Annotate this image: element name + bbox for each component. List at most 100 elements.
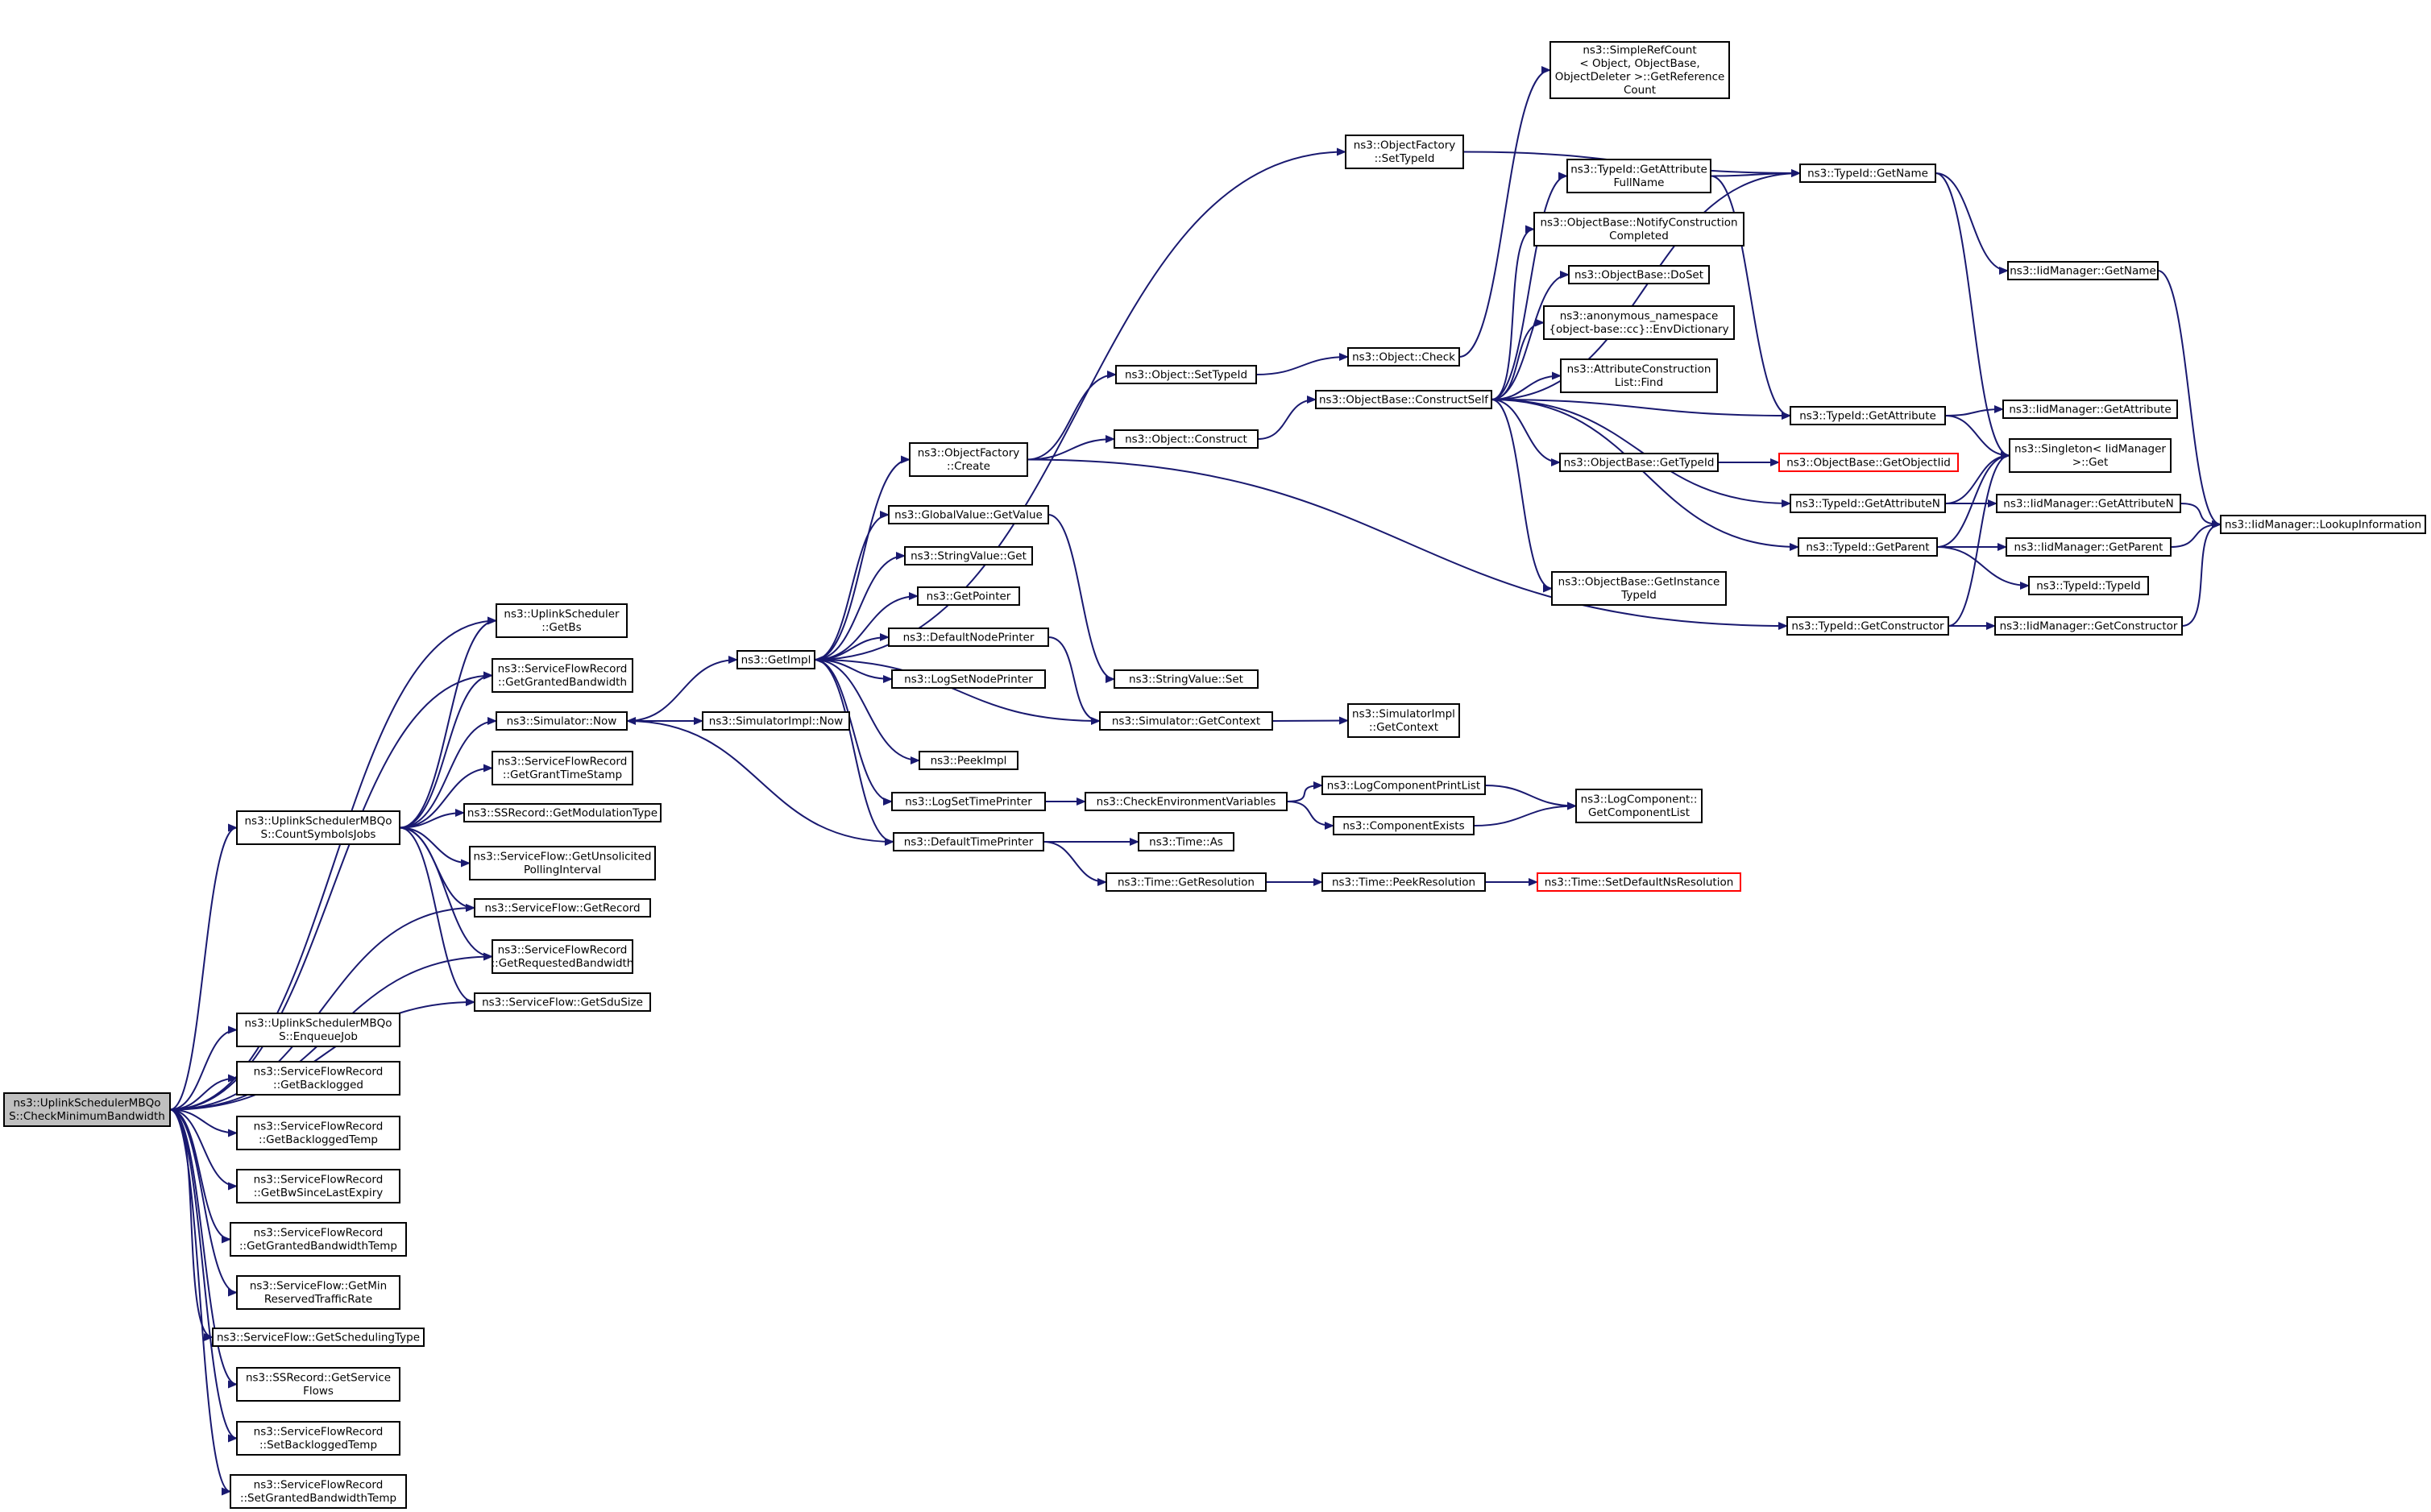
node-lcgcl[interactable]: ns3::LogComponent::GetComponentList xyxy=(1575,789,1703,823)
node-timepeekres[interactable]: ns3::Time::PeekResolution xyxy=(1321,872,1486,892)
node-lsnp[interactable]: ns3::LogSetNodePrinter xyxy=(891,669,1046,689)
node-box-obgetinst xyxy=(1551,571,1727,606)
node-iidgetname[interactable]: ns3::IidManager::GetName xyxy=(2007,261,2159,280)
node-obcs[interactable]: ns3::ObjectBase::ConstructSelf xyxy=(1315,390,1492,409)
node-dnp[interactable]: ns3::DefaultNodePrinter xyxy=(888,628,1049,647)
node-singleton[interactable]: ns3::Singleton< IidManager>::Get xyxy=(2009,438,2172,473)
node-anon[interactable]: ns3::anonymous_namespace{object-base::cc… xyxy=(1543,305,1735,340)
node-box-compexists xyxy=(1333,816,1475,835)
node-box-svget xyxy=(904,546,1033,565)
node-lstp[interactable]: ns3::LogSetTimePrinter xyxy=(891,792,1046,811)
node-simgetctx[interactable]: ns3::Simulator::GetContext xyxy=(1099,711,1273,731)
node-getimpl[interactable]: ns3::GetImpl xyxy=(736,650,815,669)
node-dtp[interactable]: ns3::DefaultTimePrinter xyxy=(893,832,1044,851)
node-iidgetattrn[interactable]: ns3::IidManager::GetAttributeN xyxy=(1996,494,2181,513)
node-ggb[interactable]: ns3::ServiceFlowRecord::GetGrantedBandwi… xyxy=(492,658,633,693)
node-objcheck[interactable]: ns3::Object::Check xyxy=(1347,347,1460,367)
node-label-singleton-1: >::Get xyxy=(2072,456,2108,469)
node-iidgetattr[interactable]: ns3::IidManager::GetAttribute xyxy=(2002,400,2178,419)
node-ofcreate[interactable]: ns3::ObjectFactory::Create xyxy=(909,442,1028,477)
node-timegetres[interactable]: ns3::Time::GetResolution xyxy=(1106,872,1267,892)
node-getptr[interactable]: ns3::GetPointer xyxy=(917,586,1020,606)
node-label-gblt-0: ns3::ServiceFlowRecord xyxy=(254,1121,384,1133)
node-src[interactable]: ns3::SimpleRefCount< Object, ObjectBase,… xyxy=(1549,41,1730,99)
node-label-peekimpl-0: ns3::PeekImpl xyxy=(931,754,1007,767)
node-sfrec[interactable]: ns3::ServiceFlow::GetRecord xyxy=(474,898,651,918)
node-peekimpl[interactable]: ns3::PeekImpl xyxy=(919,751,1018,770)
node-svset[interactable]: ns3::StringValue::Set xyxy=(1114,669,1259,689)
node-tidgetattrn[interactable]: ns3::TypeId::GetAttributeN xyxy=(1790,494,1946,513)
node-box-lstp xyxy=(891,792,1046,811)
node-tidgetattr[interactable]: ns3::TypeId::GetAttribute xyxy=(1790,406,1946,425)
node-tidtypeid[interactable]: ns3::TypeId::TypeId xyxy=(2028,576,2149,595)
node-simimplnow[interactable]: ns3::SimulatorImpl::Now xyxy=(702,711,850,731)
node-ssmod[interactable]: ns3::SSRecord::GetModulationType xyxy=(463,803,662,822)
node-sfsched[interactable]: ns3::ServiceFlow::GetSchedulingType xyxy=(212,1328,425,1347)
node-tidgetparent[interactable]: ns3::TypeId::GetParent xyxy=(1798,537,1938,557)
node-grb[interactable]: ns3::ServiceFlowRecord::GetRequestedBand… xyxy=(492,939,634,974)
node-timeas[interactable]: ns3::Time::As xyxy=(1138,832,1234,851)
node-compexists[interactable]: ns3::ComponentExists xyxy=(1333,816,1475,835)
node-box-obgettid xyxy=(1559,453,1719,472)
node-tidgetname[interactable]: ns3::TypeId::GetName xyxy=(1799,164,1936,183)
node-getbs[interactable]: ns3::UplinkScheduler::GetBs xyxy=(496,603,628,638)
node-label-csj-0: ns3::UplinkSchedulerMBQo xyxy=(245,815,392,828)
node-sdnr[interactable]: ns3::Time::SetDefaultNsResolution xyxy=(1537,872,1741,892)
node-cev[interactable]: ns3::CheckEnvironmentVariables xyxy=(1085,792,1288,811)
node-sgbt[interactable]: ns3::ServiceFlowRecord::SetGrantedBandwi… xyxy=(230,1474,407,1509)
node-label-timepeekres-0: ns3::Time::PeekResolution xyxy=(1332,876,1475,889)
node-box-getbs xyxy=(496,603,628,638)
node-label-ofsettid-0: ns3::ObjectFactory xyxy=(1354,139,1456,152)
node-sblt[interactable]: ns3::ServiceFlowRecord::SetBackloggedTem… xyxy=(236,1421,400,1456)
node-simnow[interactable]: ns3::Simulator::Now xyxy=(496,711,628,731)
node-obgettid[interactable]: ns3::ObjectBase::GetTypeId xyxy=(1559,453,1719,472)
node-label-obgetinst-1: TypeId xyxy=(1620,589,1657,602)
node-box-dnp xyxy=(888,628,1049,647)
node-csj[interactable]: ns3::UplinkSchedulerMBQoS::CountSymbolsJ… xyxy=(236,810,400,845)
edge-getimpl-to-dtp xyxy=(814,659,894,846)
edge-cmb-to-gbsle xyxy=(169,1108,238,1191)
node-sfmin[interactable]: ns3::ServiceFlow::GetMinReservedTrafficR… xyxy=(236,1275,400,1310)
edge-obcs-to-tidgetattr xyxy=(1491,399,1791,420)
node-box-sfsched xyxy=(212,1328,425,1347)
node-simimplgetctx[interactable]: ns3::SimulatorImpl::GetContext xyxy=(1347,703,1460,738)
edge-simgetctx-to-getimpl xyxy=(814,656,1101,722)
node-ggbt[interactable]: ns3::ServiceFlowRecord::GetGrantedBandwi… xyxy=(230,1222,407,1257)
edge-compexists-to-lcgcl xyxy=(1473,802,1577,826)
node-sdu[interactable]: ns3::ServiceFlow::GetSduSize xyxy=(474,992,651,1012)
edge-cmb-to-gblt xyxy=(169,1108,238,1137)
node-label-enq-0: ns3::UplinkSchedulerMBQo xyxy=(245,1017,392,1030)
node-gblt[interactable]: ns3::ServiceFlowRecord::GetBackloggedTem… xyxy=(236,1116,400,1150)
edge-obcs-to-tidgetparent xyxy=(1491,399,1799,551)
node-svget[interactable]: ns3::StringValue::Get xyxy=(904,546,1033,565)
node-ofsettid[interactable]: ns3::ObjectFactory::SetTypeId xyxy=(1345,135,1464,169)
node-obdoset[interactable]: ns3::ObjectBase::DoSet xyxy=(1568,265,1710,284)
node-objconstruct[interactable]: ns3::Object::Construct xyxy=(1114,429,1259,449)
node-label-gbsle-1: ::GetBwSinceLastExpiry xyxy=(254,1187,384,1199)
node-gbsle[interactable]: ns3::ServiceFlowRecord::GetBwSinceLastEx… xyxy=(236,1169,400,1203)
node-iidgetparent[interactable]: ns3::IidManager::GetParent xyxy=(2006,537,2172,557)
node-ggts[interactable]: ns3::ServiceFlowRecord::GetGrantTimeStam… xyxy=(492,751,633,785)
node-gbl[interactable]: ns3::ServiceFlowRecord::GetBacklogged xyxy=(236,1061,400,1096)
node-box-gbl xyxy=(236,1061,400,1096)
node-gvget[interactable]: ns3::GlobalValue::GetValue xyxy=(888,505,1049,524)
node-label-iidgetctor-0: ns3::IidManager::GetConstructor xyxy=(2000,619,2178,632)
node-obgetoid[interactable]: ns3::ObjectBase::GetObjectIid xyxy=(1778,453,1959,472)
node-iidlookup[interactable]: ns3::IidManager::LookupInformation xyxy=(2220,515,2426,534)
node-tidgetctor[interactable]: ns3::TypeId::GetConstructor xyxy=(1786,616,1949,636)
node-obnotify[interactable]: ns3::ObjectBase::NotifyConstructionCompl… xyxy=(1533,212,1744,246)
node-iidgetctor[interactable]: ns3::IidManager::GetConstructor xyxy=(1994,616,2183,636)
node-box-simgetctx xyxy=(1099,711,1273,731)
node-label-ssgsf-1: Flows xyxy=(303,1385,334,1398)
node-box-simimplgetctx xyxy=(1347,703,1460,738)
node-lcpl[interactable]: ns3::LogComponentPrintList xyxy=(1321,776,1486,795)
node-cmb[interactable]: ns3::UplinkSchedulerMBQoS::CheckMinimumB… xyxy=(3,1092,171,1127)
node-sfupi[interactable]: ns3::ServiceFlow::GetUnsolicitedPollingI… xyxy=(469,846,656,880)
node-objsettid[interactable]: ns3::Object::SetTypeId xyxy=(1115,365,1257,384)
node-label-gvget-0: ns3::GlobalValue::GetValue xyxy=(894,508,1043,521)
